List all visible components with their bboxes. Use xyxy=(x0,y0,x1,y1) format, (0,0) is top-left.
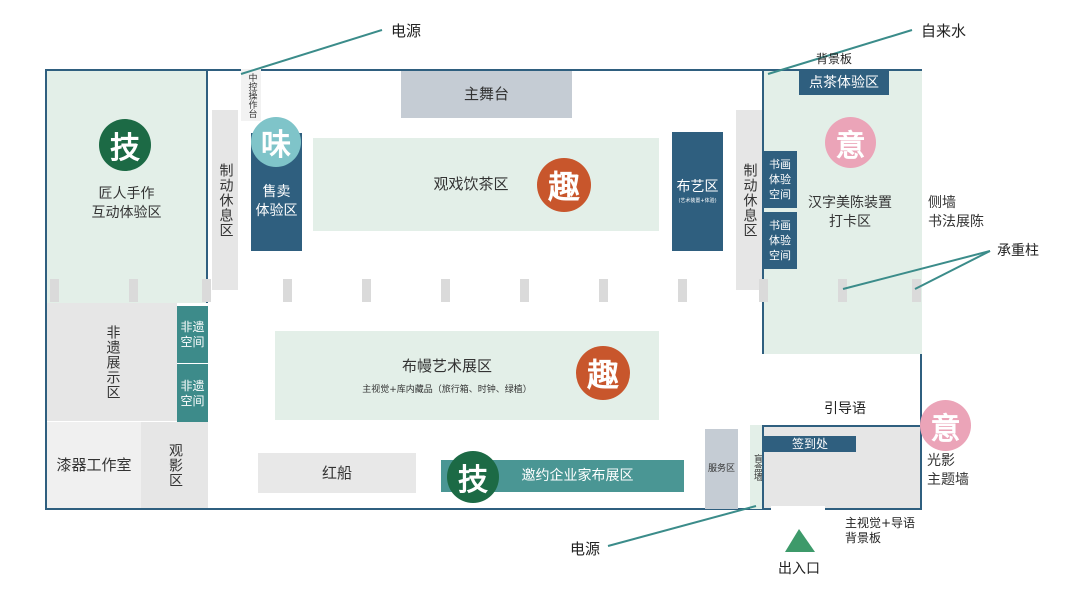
curtain-art-sublabel: 主视觉+库内藏品（旅行箱、时钟、绿植） xyxy=(362,384,532,395)
enterprise-label: 邀约企业家布展区 xyxy=(521,467,634,484)
cloth-art-zone: 布艺区 (艺术装置+体验) xyxy=(672,132,723,251)
cloth-art-label: 布艺区 xyxy=(676,179,719,195)
lacquer-label: 漆器工作室 xyxy=(56,455,132,474)
pillar xyxy=(129,279,138,302)
control-room-label: 中控操作台 xyxy=(246,72,257,118)
pillar xyxy=(759,279,768,302)
rest-area-right: 制动休息区 xyxy=(736,110,762,290)
pillar xyxy=(520,279,529,302)
pillar xyxy=(202,279,211,302)
main-stage: 主舞台 xyxy=(401,71,572,118)
blind-box-label: 盲盒墙 xyxy=(752,453,762,481)
pillar xyxy=(599,279,608,302)
pillar xyxy=(283,279,292,302)
heritage-space-1: 非遗 空间 xyxy=(177,306,208,363)
power-top-callout: 电源 xyxy=(391,22,422,40)
wei-badge: 味 xyxy=(251,117,301,167)
film-label: 观影区 xyxy=(167,442,183,488)
cloth-art-sublabel: (艺术装置+体验) xyxy=(678,198,717,204)
tea-point-label: 点茶体验区 xyxy=(809,74,879,91)
heritage-space-2: 非遗 空间 xyxy=(177,364,208,424)
pillar xyxy=(441,279,450,302)
control-room: 中控操作台 xyxy=(241,69,261,121)
qu-badge-mid: 趣 xyxy=(576,346,630,400)
rest-area-left: 制动休息区 xyxy=(212,110,238,290)
entrance-gap xyxy=(771,506,825,512)
signin-label: 签到处 xyxy=(791,436,828,451)
pillar xyxy=(362,279,371,302)
main-visual-callout: 主视觉+导语 背景板 xyxy=(845,516,916,545)
pillar xyxy=(838,279,847,302)
theater-tea-label: 观戏饮茶区 xyxy=(433,175,509,193)
blind-box-wall: 盲盒墙 xyxy=(750,425,763,509)
service-zone: 服务区 xyxy=(705,429,738,509)
side-wall-label: 侧墙 书法展陈 xyxy=(928,195,984,230)
hanzi-checkin-label: 汉字美陈装置 打卡区 xyxy=(808,195,892,230)
red-boat-label: 红船 xyxy=(321,463,352,482)
rest-area-left-label: 制动休息区 xyxy=(217,162,234,238)
qu-badge-top: 趣 xyxy=(537,158,591,212)
main-stage-label: 主舞台 xyxy=(463,85,509,103)
lacquer-zone: 漆器工作室 xyxy=(47,422,141,508)
calligraphy-space-1-label: 书画 体验 空间 xyxy=(769,158,791,201)
power-bottom-callout: 电源 xyxy=(570,540,601,558)
heritage-show-zone: 非遗展示区 xyxy=(47,303,177,421)
theater-tea-zone: 观戏饮茶区 xyxy=(313,138,659,231)
artisan-zone: 匠人手作 互动体验区 xyxy=(47,71,208,303)
pillar xyxy=(912,279,921,302)
tea-point-zone: 点茶体验区 xyxy=(799,71,889,95)
heritage-show-label: 非遗展示区 xyxy=(104,324,121,400)
pillar xyxy=(678,279,687,302)
curtain-art-label: 布幔艺术展区 xyxy=(401,356,492,375)
entrance-arrow-icon xyxy=(785,529,815,552)
ji-badge-top: 技 xyxy=(99,119,151,171)
tap-water-callout: 自来水 xyxy=(921,22,967,40)
hanzi-checkin-zone xyxy=(762,69,922,354)
backdrop-callout: 背景板 xyxy=(816,52,853,66)
rest-area-right-label: 制动休息区 xyxy=(741,162,758,238)
artisan-zone-label: 匠人手作 互动体验区 xyxy=(91,186,162,221)
guide-text-callout: 引导语 xyxy=(824,401,866,417)
film-zone: 观影区 xyxy=(141,422,208,508)
yi-badge-top: 意 xyxy=(825,117,876,168)
entrance-callout: 出入口 xyxy=(778,561,820,577)
heritage-space-1-label: 非遗 空间 xyxy=(180,319,205,349)
calligraphy-space-2: 书画 体验 空间 xyxy=(763,212,797,269)
signin-desk: 签到处 xyxy=(764,436,856,452)
calligraphy-space-1: 书画 体验 空间 xyxy=(763,151,797,208)
pillar xyxy=(50,279,59,302)
calligraphy-space-2-label: 书画 体验 空间 xyxy=(769,219,791,262)
service-label: 服务区 xyxy=(707,463,735,474)
light-wall-label: 光影 主题墙 xyxy=(927,453,969,488)
yi-badge-bottom: 意 xyxy=(920,400,971,451)
load-columns-callout: 承重柱 xyxy=(997,243,1039,259)
sale-tasting-label: 售卖 体验区 xyxy=(255,184,298,219)
heritage-space-2-label: 非遗 空间 xyxy=(180,379,205,408)
red-boat-zone: 红船 xyxy=(258,453,416,493)
ji-badge-bottom: 技 xyxy=(447,451,499,503)
